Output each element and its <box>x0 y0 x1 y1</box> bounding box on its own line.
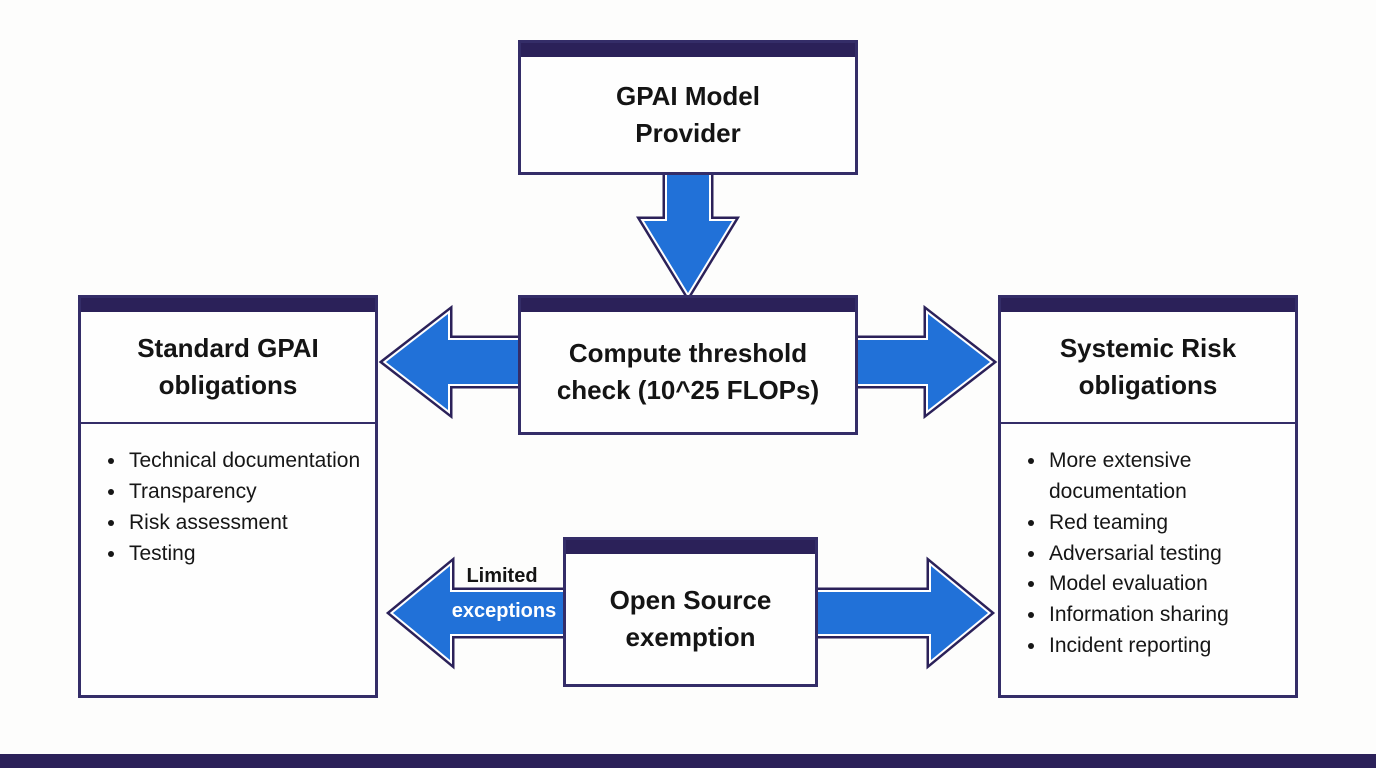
arrow-right-icon <box>849 304 998 420</box>
arrow-right-bottom-icon <box>813 556 996 670</box>
box-header-bar <box>1001 298 1295 312</box>
box-title-area: Systemic Risk obligations <box>1001 312 1295 424</box>
list-item: Model evaluation <box>1047 569 1287 600</box>
list-item: Incident reporting <box>1047 631 1287 662</box>
box-title-area: Standard GPAI obligations <box>81 312 375 424</box>
list-item: Red teaming <box>1047 508 1287 539</box>
list-item: Technical documentation <box>127 446 367 477</box>
box-header-bar <box>521 298 855 312</box>
box-header-bar <box>81 298 375 312</box>
box-title: Systemic Risk obligations <box>1059 333 1237 400</box>
footer-bar <box>0 754 1376 768</box>
box-open-source-exemption: Open Source exemption <box>563 537 818 687</box>
exceptions-label: exceptions <box>451 600 557 622</box>
list-item: Risk assessment <box>127 508 367 539</box>
box-systemic-risk-obligations: Systemic Risk obligations More extensive… <box>998 295 1298 698</box>
box-gpai-model-provider: GPAI Model Provider <box>518 40 858 175</box>
box-title: Standard GPAI obligations <box>137 333 319 400</box>
list-item: Adversarial testing <box>1047 539 1287 570</box>
list-item: Testing <box>127 539 367 570</box>
systemic-obligations-list: More extensive documentationRed teamingA… <box>1001 424 1295 662</box>
list-item: Information sharing <box>1047 600 1287 631</box>
box-title: Compute threshold check (10^25 FLOPs) <box>556 338 820 405</box>
list-item: More extensive documentation <box>1047 446 1287 508</box>
box-compute-threshold-check: Compute threshold check (10^25 FLOPs) <box>518 295 858 435</box>
box-content: Open Source exemption <box>566 554 815 684</box>
arrow-left-icon <box>378 304 527 420</box>
box-content: GPAI Model Provider <box>521 57 855 172</box>
limited-label: Limited <box>466 565 538 587</box>
list-item: Transparency <box>127 477 367 508</box>
box-standard-gpai-obligations: Standard GPAI obligations Technical docu… <box>78 295 378 698</box>
box-title: GPAI Model Provider <box>616 80 760 148</box>
arrow-left-exceptions-icon <box>385 556 570 670</box>
arrow-down-icon <box>635 170 741 302</box>
standard-obligations-list: Technical documentationTransparencyRisk … <box>81 424 375 569</box>
box-content: Compute threshold check (10^25 FLOPs) <box>521 312 855 432</box>
box-header-bar <box>566 540 815 554</box>
box-header-bar <box>521 43 855 57</box>
box-title: Open Source exemption <box>609 585 772 652</box>
